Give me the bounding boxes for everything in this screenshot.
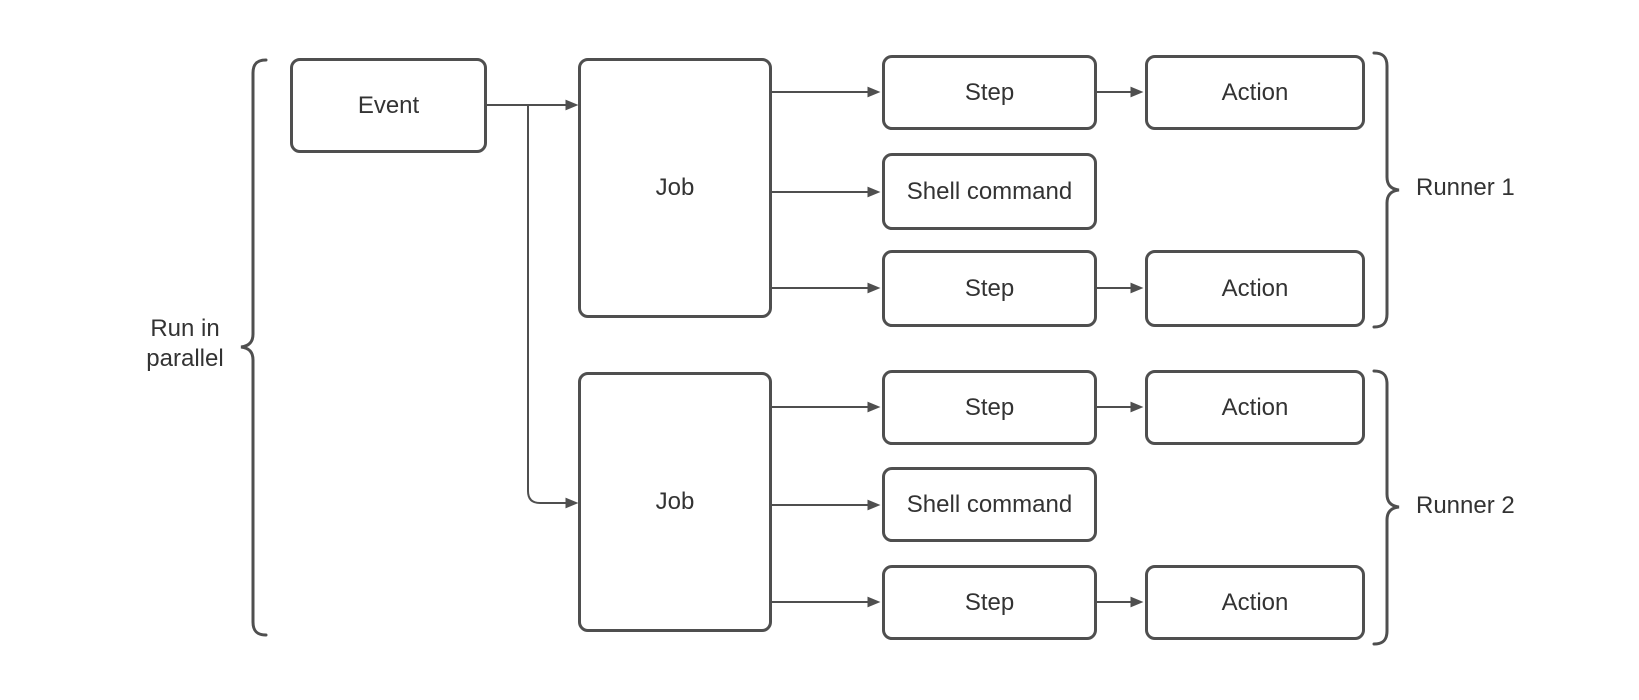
runner1-label: Runner 1 (1416, 174, 1515, 201)
node-job-2: Job (578, 372, 772, 632)
node-step-2: Step (882, 250, 1097, 327)
run-in-parallel-label: Run in parallel (146, 315, 224, 372)
node-step-1: Step (882, 55, 1097, 130)
node-action-4: Action (1145, 565, 1365, 640)
node-shell-command-2: Shell command (882, 467, 1097, 542)
node-action-2: Action (1145, 250, 1365, 327)
node-step-4: Step (882, 565, 1097, 640)
runner1-brace (1372, 51, 1400, 329)
runner2-brace (1372, 369, 1400, 646)
node-action-3: Action (1145, 370, 1365, 445)
runner2-label: Runner 2 (1416, 492, 1515, 519)
node-shell-command-1: Shell command (882, 153, 1097, 230)
run-in-parallel-brace (240, 58, 268, 637)
arrow-event-to-job2 (527, 106, 579, 509)
node-event: Event (290, 58, 487, 153)
node-action-1: Action (1145, 55, 1365, 130)
node-step-3: Step (882, 370, 1097, 445)
node-job-1: Job (578, 58, 772, 318)
